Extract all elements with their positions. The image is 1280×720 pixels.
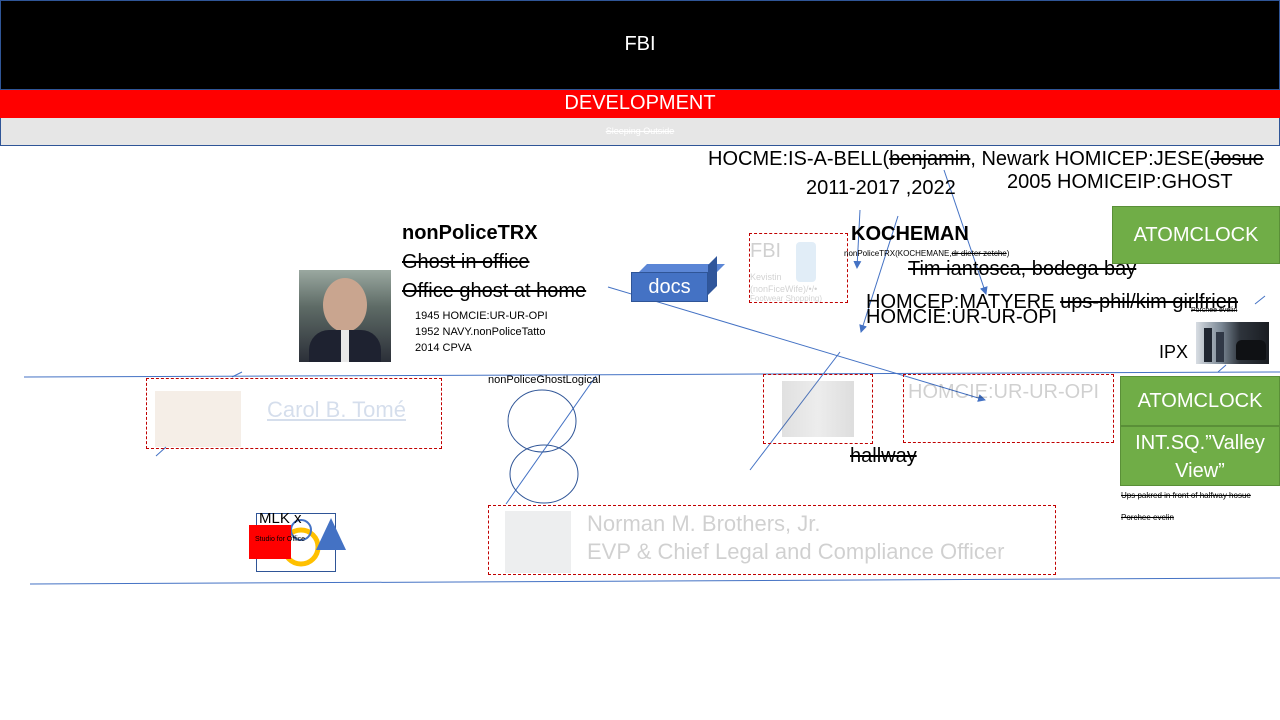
fact-2: 1952 NAVY.nonPoliceTatto <box>415 326 546 338</box>
kocheman-title: KOCHEMAN <box>851 223 969 245</box>
benjamin-text: benjamin <box>889 148 971 170</box>
mlk-label: MLK x <box>259 510 302 527</box>
arrow-top-to-homcep <box>943 169 988 295</box>
photo-card[interactable] <box>763 374 873 444</box>
docs-label: docs <box>648 276 691 298</box>
homcep-text: HOMCEP:MATYERE <box>866 291 1055 313</box>
carol-link[interactable]: Carol B. Tomé <box>267 397 406 422</box>
intsq-box[interactable]: INT.SQ.”Valley View” <box>1120 426 1280 486</box>
fact-3: 2014 CPVA <box>415 342 472 354</box>
development-title: DEVELOPMENT <box>564 92 716 114</box>
kocheman-sub-b: dr dieter zetche <box>951 249 1007 258</box>
years-text: 2011-2017 ,2022 <box>806 177 956 199</box>
norman-card[interactable]: Norman M. Brothers, Jr. EVP & Chief Lega… <box>488 505 1056 575</box>
line-ghost-logical <box>505 375 597 505</box>
portrait-photo <box>299 270 391 362</box>
line-carol-upper <box>231 371 243 378</box>
development-band <box>0 90 1280 118</box>
fact-1: 1945 HOMCIE:UR-UR-OPI <box>415 310 548 322</box>
line-ipx-upper <box>1254 295 1266 305</box>
couple-photo <box>782 381 854 437</box>
kocheman-subline: nonPoliceTRX(KOCHEMANE,dr dieter zetche) <box>844 249 1009 258</box>
homcie-card-text: HOMCIE:UR-UR-OPI <box>908 381 1100 403</box>
arrow-years-to-homcie <box>859 215 899 333</box>
subtitle-band <box>0 118 1280 146</box>
divider-line-lower <box>29 577 1280 585</box>
arrow-years-to-kocheman <box>853 209 862 269</box>
josue-text: Josue <box>1210 148 1264 170</box>
ghost-logical-label: nonPoliceGhostLogical <box>488 374 601 386</box>
fbi-card-line1: Kevistin <box>750 272 782 282</box>
office-ghost-text: Office ghost at home <box>402 280 587 302</box>
tim-text: Tim iantosca, bodega bay <box>908 258 1137 280</box>
header-title: FBI <box>624 33 656 55</box>
figure-eight-bottom <box>509 444 579 504</box>
porchee-top-text: Porchee evelin <box>1191 307 1238 314</box>
subtitle-text: Sleeping Outside <box>605 126 675 136</box>
norman-title: EVP & Chief Legal and Compliance Officer <box>587 539 1005 564</box>
hallway-text: hallway <box>850 445 917 467</box>
porchee-bottom-text: Porchee evelin <box>1121 513 1174 522</box>
nonpolice-title: nonPoliceTRX <box>402 222 538 244</box>
fbi-card[interactable]: FBI Kevistin (nonFiceWife)/•/• Footwear … <box>749 233 848 303</box>
header-band <box>0 0 1280 90</box>
fbi-card-title: FBI <box>750 240 782 262</box>
figure-eight-top <box>507 389 577 453</box>
ipx-photo <box>1196 322 1269 364</box>
line-ipx-lower <box>1217 364 1227 373</box>
kocheman-sub-c: ) <box>1006 249 1010 258</box>
carol-card[interactable]: Carol B. Tomé <box>146 378 442 449</box>
hocme-line: HOCME:IS-A-BELL(benjamin, Newark HOMICEP… <box>708 148 1264 171</box>
fbi-card-line3: Footwear Shopping) <box>750 294 823 303</box>
homcie-card[interactable]: HOMCIE:UR-UR-OPI <box>903 374 1114 443</box>
atomclock-bottom[interactable]: ATOMCLOCK <box>1120 376 1280 426</box>
hocme-text: HOCME:IS-A-BELL( <box>708 148 890 170</box>
kocheman-sub-a: nonPoliceTRX(KOCHEMANE, <box>844 249 952 258</box>
line-hallway <box>749 351 841 471</box>
ups-note: Ups pakred in front of halfway hosue <box>1121 491 1251 500</box>
norman-name: Norman M. Brothers, Jr. <box>587 511 821 536</box>
norman-photo <box>505 511 571 573</box>
arrow-nonpolice-to-homcie <box>607 286 986 402</box>
docs-box[interactable]: docs <box>631 256 725 302</box>
homiceip-ghost-text: 2005 HOMICEIP:GHOST <box>1007 171 1233 193</box>
studio-label: Studio for Office <box>255 536 306 543</box>
carol-photo <box>155 391 241 447</box>
homcep-line: HOMCEP:MATYERE ups-phil/kim girlfrien <box>866 291 1238 314</box>
homcie-text: HOMCIE:UR-UR-OPI <box>866 306 1058 328</box>
atomclock-top[interactable]: ATOMCLOCK <box>1112 206 1280 264</box>
ipx-label: IPX <box>1159 342 1189 362</box>
ups-phil-text: ups-phil/kim girlfrien <box>1060 291 1238 313</box>
phone-icon <box>796 242 816 282</box>
studio-red-box <box>249 525 291 559</box>
newark-text: , Newark HOMICEP:JESE( <box>970 148 1211 170</box>
fbi-card-line2: (nonFiceWife)/•/• <box>750 284 818 294</box>
ghost-in-office-text: Ghost in office <box>402 251 530 273</box>
